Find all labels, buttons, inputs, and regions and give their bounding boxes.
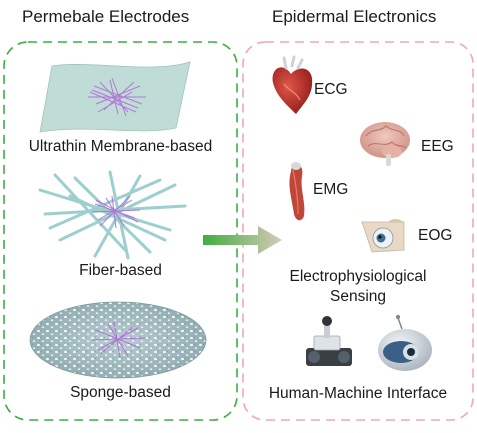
eog-label: EOG bbox=[418, 227, 453, 244]
left-panel-border bbox=[3, 41, 238, 421]
eye-icon bbox=[361, 219, 405, 253]
left-panel-title: Permebale Electrodes bbox=[22, 7, 190, 26]
brain-icon bbox=[360, 122, 410, 166]
heart-icon bbox=[272, 55, 313, 114]
sponge-label: Sponge-based bbox=[70, 384, 171, 401]
ecg-label: ECG bbox=[314, 81, 348, 98]
sponge-illustration bbox=[29, 301, 207, 379]
right-panel-title: Epidermal Electronics bbox=[272, 7, 437, 26]
muscle-arm-icon bbox=[289, 162, 305, 221]
membrane-label: Ultrathin Membrane-based bbox=[28, 138, 213, 155]
sensing-label-line1: Electrophysiological bbox=[289, 268, 427, 285]
eeg-label: EEG bbox=[421, 138, 454, 155]
membrane-illustration bbox=[39, 61, 191, 133]
transition-arrow bbox=[203, 226, 282, 254]
emg-label: EMG bbox=[313, 181, 349, 198]
fiber-label: Fiber-based bbox=[79, 262, 162, 279]
sensing-label-line2: Sensing bbox=[329, 288, 386, 305]
hmi-label: Human-Machine Interface bbox=[268, 385, 448, 402]
sensing-label: Electrophysiological Sensing bbox=[243, 267, 473, 307]
robot-vehicle-icon bbox=[306, 316, 352, 366]
robot-head-icon bbox=[378, 315, 432, 371]
right-panel-border bbox=[242, 41, 474, 421]
fiber-illustration bbox=[38, 170, 187, 260]
